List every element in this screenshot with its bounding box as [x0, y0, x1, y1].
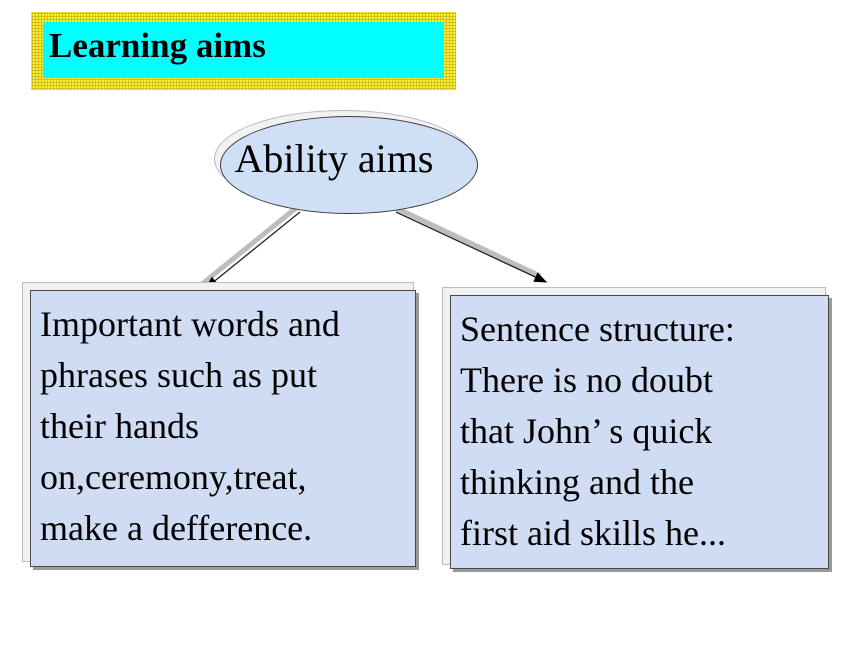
center-node: Ability aims — [214, 110, 478, 214]
arrow-left-shadow — [200, 206, 298, 286]
center-node-label: Ability aims — [234, 135, 434, 181]
arrow-right — [395, 211, 548, 283]
left-box: Important words and phrases such as put … — [30, 290, 416, 567]
left-box-text: Important words and phrases such as put … — [40, 304, 340, 548]
right-box-text: Sentence structure: There is no doubt th… — [460, 309, 735, 553]
arrow-left — [204, 211, 301, 289]
page-title: Learning aims — [43, 22, 444, 78]
arrow-right-shadow — [390, 203, 542, 279]
right-box: Sentence structure: There is no doubt th… — [450, 295, 829, 569]
center-node-ellipse: Ability aims — [220, 116, 478, 214]
